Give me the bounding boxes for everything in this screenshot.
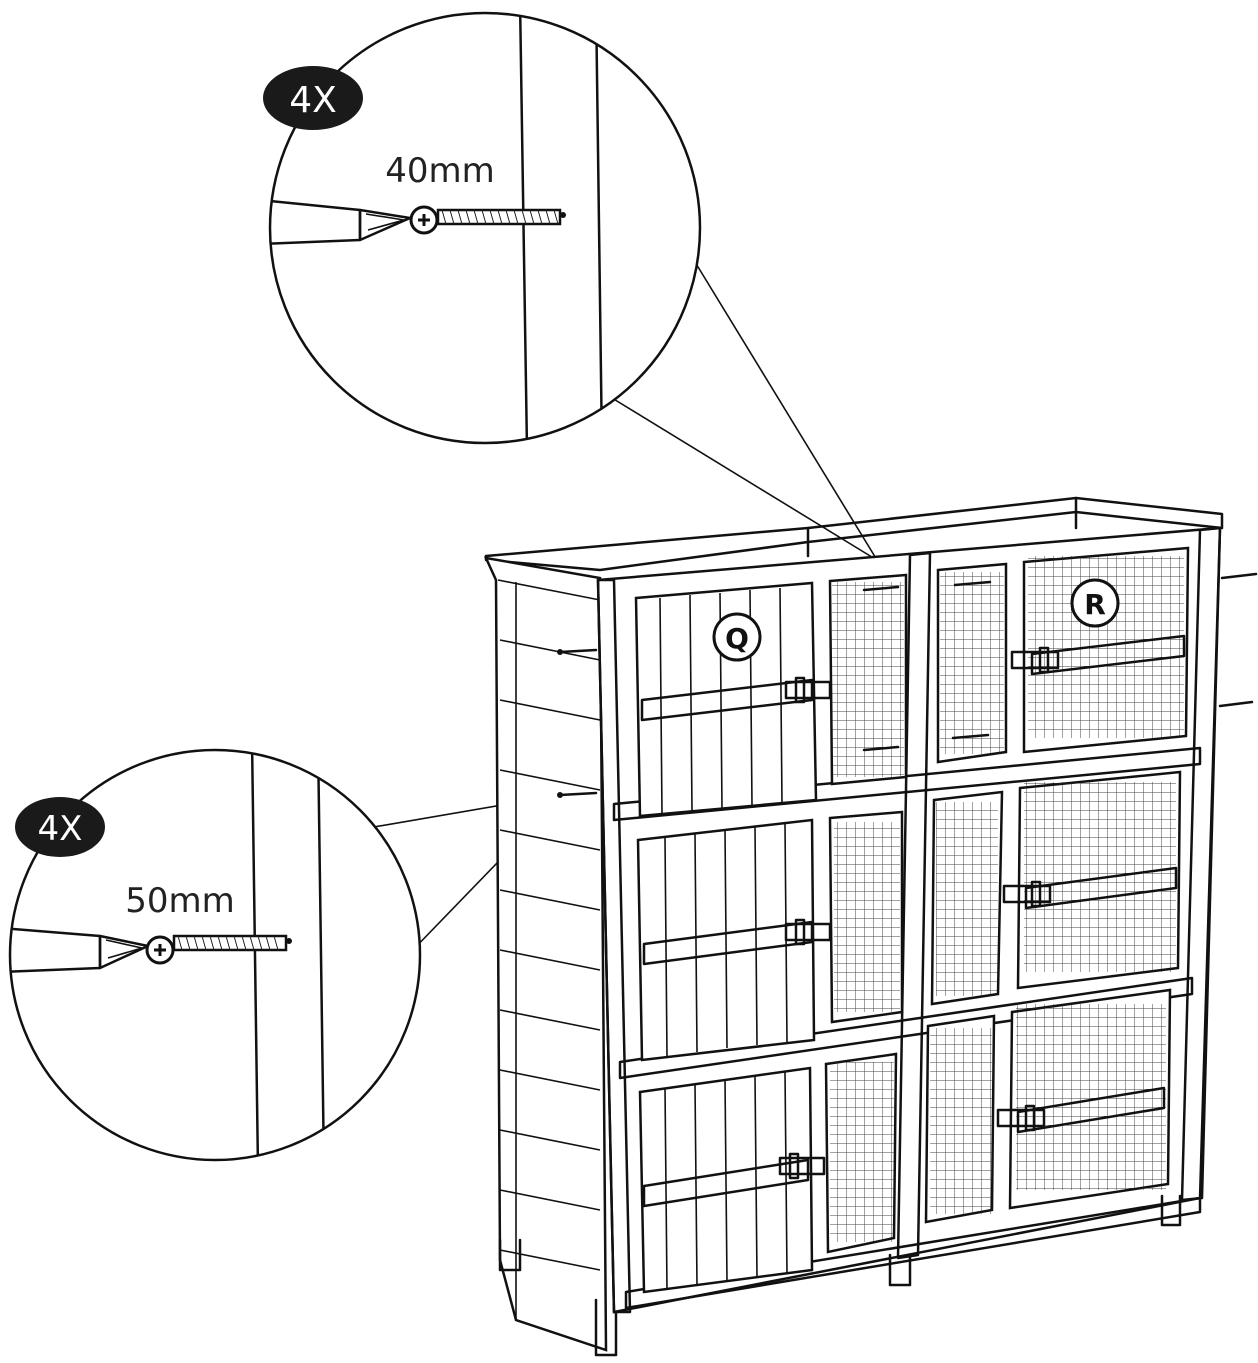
part-label-q: Q xyxy=(712,612,762,662)
part-label-r: R xyxy=(1070,578,1120,628)
side-slats xyxy=(497,579,601,1320)
callout-top: 4X 40mm xyxy=(263,11,702,445)
quantity-badge-left-text: 4X xyxy=(38,809,83,849)
door-slats-q2 xyxy=(664,823,788,1057)
side-screws xyxy=(557,572,1258,798)
door-slats-q3 xyxy=(664,1071,788,1291)
quantity-badge-top xyxy=(263,66,363,130)
hutch-assembly: Q R xyxy=(483,496,1258,1357)
part-label-q-text: Q xyxy=(725,622,749,655)
quantity-badge-left xyxy=(15,797,105,857)
callout-left: 4X 50mm xyxy=(8,748,422,1162)
screw-length-top: 40mm xyxy=(385,151,495,191)
screw-length-left: 50mm xyxy=(125,881,235,921)
screw-thread-top xyxy=(441,209,559,225)
part-label-r-text: R xyxy=(1084,588,1106,621)
screw-thread-left xyxy=(177,935,279,951)
quantity-badge-top-text: 4X xyxy=(289,80,337,121)
